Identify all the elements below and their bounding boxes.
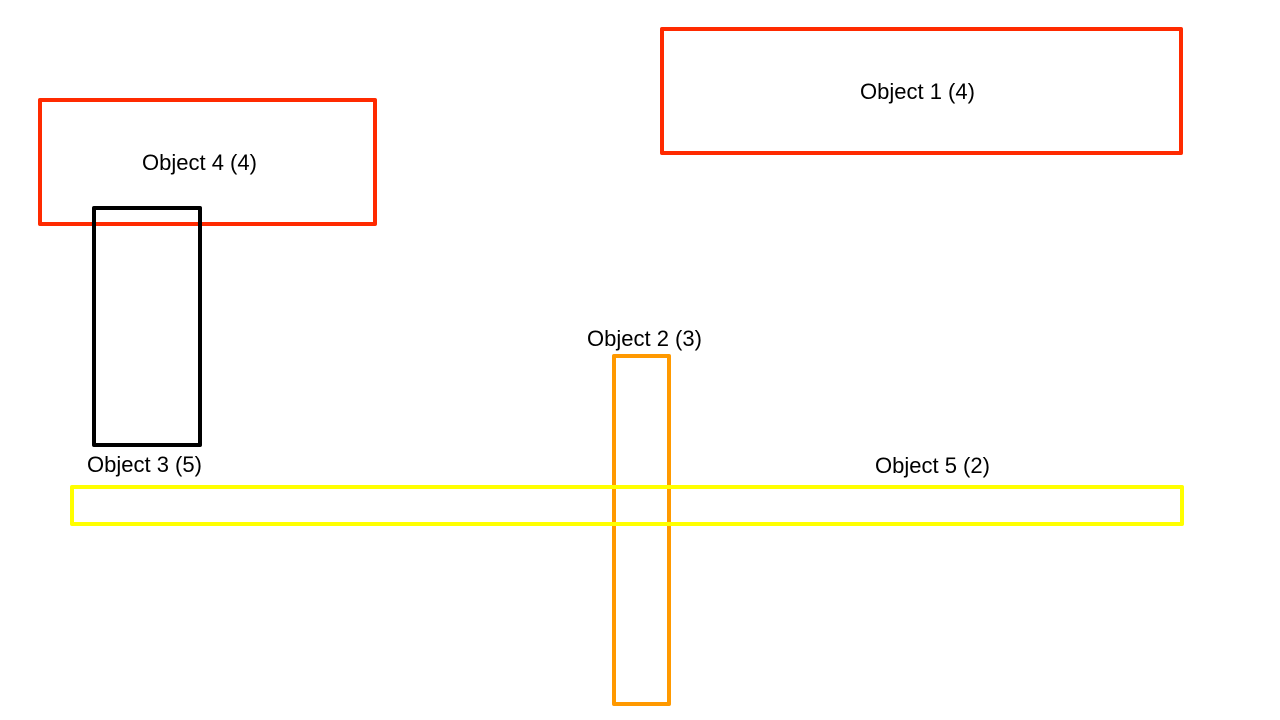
object-3-label: Object 3 (5): [87, 452, 202, 477]
object-2-label: Object 2 (3): [587, 326, 702, 351]
object-1-label: Object 1 (4): [860, 79, 975, 104]
object-5-label: Object 5 (2): [875, 453, 990, 478]
object-4-box: [38, 98, 377, 226]
object-5-box: [70, 485, 1184, 526]
object-2-box: [612, 354, 671, 706]
object-1-box: [660, 27, 1183, 155]
object-3-box: [92, 206, 202, 447]
object-4-label: Object 4 (4): [142, 150, 257, 175]
